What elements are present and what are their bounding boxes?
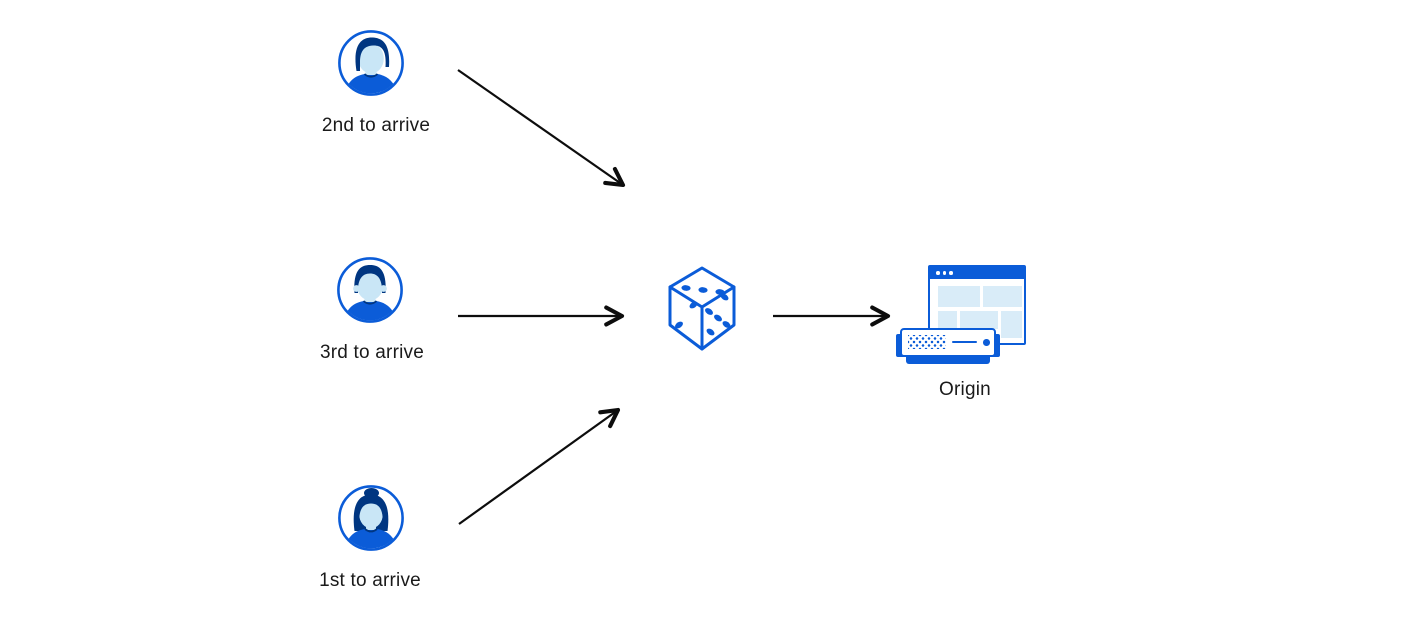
- collar: [364, 528, 378, 533]
- browser-content-panel: [983, 286, 1022, 307]
- user-avatar-female-bun-icon: [338, 485, 404, 551]
- arrow-visitor2nd-to-dice: [457, 69, 626, 188]
- visitor-2nd-label: 2nd to arrive: [321, 115, 431, 136]
- collar: [362, 300, 378, 305]
- ear-right: [380, 285, 387, 292]
- server-appliance-icon: [896, 328, 1000, 366]
- browser-dot-icon: [936, 271, 940, 275]
- server-vents: [908, 335, 946, 349]
- arrow-visitor1st-to-dice: [458, 407, 621, 525]
- origin-label: Origin: [939, 379, 991, 400]
- browser-dot-icon: [942, 271, 946, 275]
- visitor-1st-label: 1st to arrive: [319, 570, 421, 591]
- server-base: [906, 357, 990, 364]
- browser-titlebar: [930, 267, 1024, 279]
- browser-content-panel: [938, 286, 980, 307]
- ear-left: [353, 285, 360, 292]
- face: [358, 43, 384, 74]
- dice-top-face-pips: [681, 285, 725, 295]
- collar: [363, 73, 379, 78]
- hair: [354, 265, 386, 293]
- hair-bun: [364, 488, 379, 498]
- user-avatar-male-flattop-icon: [337, 257, 403, 323]
- hair-front: [355, 495, 387, 527]
- browser-content-panel: [960, 311, 998, 329]
- browser-content-panel: [938, 311, 957, 329]
- dice-right-face-pips: [705, 293, 731, 336]
- face: [359, 500, 383, 529]
- browser-dot-icon: [949, 271, 953, 275]
- dice-icon: [668, 266, 736, 351]
- server-body: [900, 328, 996, 357]
- dice-left-face-pips: [675, 301, 698, 329]
- server-led-icon: [983, 339, 990, 346]
- visitor-3rd-label: 3rd to arrive: [320, 342, 424, 363]
- user-avatar-male-swoop-icon: [338, 30, 404, 96]
- hair: [355, 37, 390, 71]
- face: [357, 271, 383, 301]
- browser-content-panel: [1001, 311, 1022, 338]
- server-line: [952, 340, 977, 344]
